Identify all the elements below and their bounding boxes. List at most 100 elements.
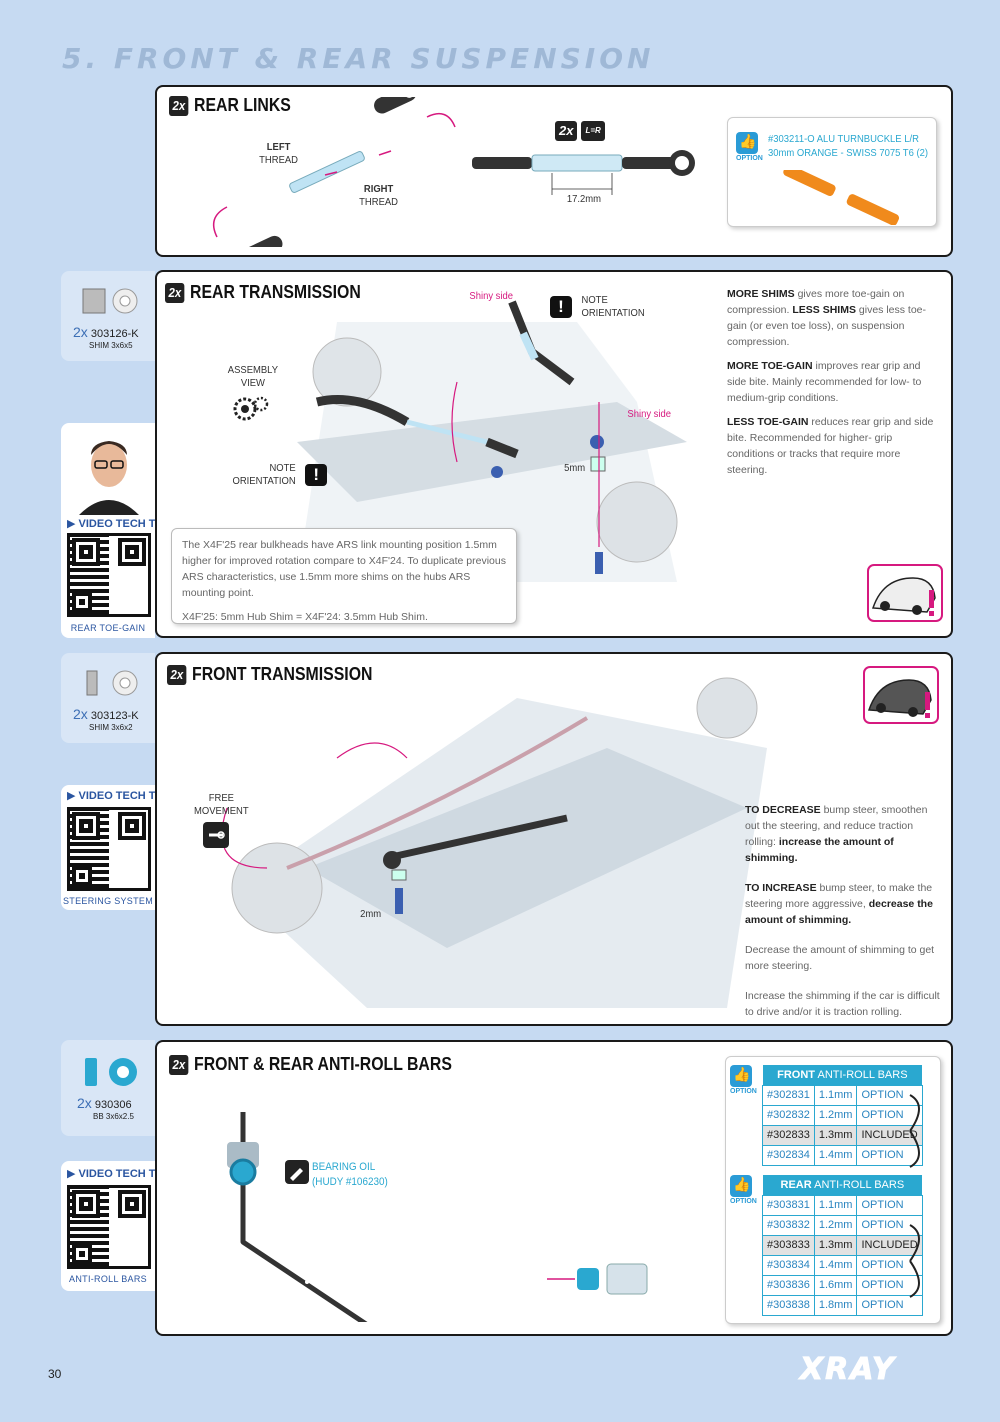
bump-steer-explanation: TO DECREASE bump steer, smoothen out the… <box>745 804 940 1018</box>
arb-size: 1.1mm <box>813 1194 858 1216</box>
rod-end-right <box>622 157 677 169</box>
video-tech-tip-card-rear[interactable]: ▶ VIDEO TECH TIP REAR TOE-GAIN <box>61 423 166 638</box>
section-title: FRONT & REAR ANTI-ROLL BARS <box>194 1054 452 1074</box>
video-tech-tip-card-front[interactable]: ▶ VIDEO TECH TIP STEERING SYSTEM <box>61 785 166 910</box>
section-title: REAR TRANSMISSION <box>190 282 361 302</box>
warning-icon: ! <box>550 296 572 318</box>
arb-size: 1.2mm <box>813 1214 858 1236</box>
shim-icon <box>86 670 138 696</box>
arb-size: 1.2mm <box>813 1104 858 1126</box>
rotate-arrow-right <box>426 112 456 128</box>
warning-icon: ! <box>305 464 328 486</box>
page-title: 5. FRONT & REAR SUSPENSION <box>62 42 655 75</box>
arb-part-number: #303831 <box>762 1194 815 1216</box>
toe-gain-explanation: MORE SHIMS gives more toe-gain on compre… <box>727 288 934 476</box>
arb-status: OPTION <box>856 1194 923 1216</box>
arb-part-number: #303833 <box>762 1234 815 1256</box>
video-name: REAR TOE-GAIN <box>70 623 146 633</box>
shiny-side-label-top: Shiny side <box>469 290 514 302</box>
orange-turnbuckle-image <box>783 170 900 225</box>
part-card-shim-5: 2x 303126-K SHIM 3x6x5 <box>61 271 155 361</box>
anti-roll-bar-diagram <box>227 1112 648 1322</box>
car-warning-icon <box>863 666 939 724</box>
option-turnbuckle-box: OPTION #303211-O ALU TURNBUCKLE L/R 30mm… <box>727 117 937 227</box>
arb-options-box: OPTION OPTION FRONT ANTI-ROLL BARS #3028… <box>725 1056 941 1324</box>
ball-end-left <box>235 235 283 247</box>
arb-size: 1.4mm <box>813 1144 858 1166</box>
front-transmission-header: 2x FRONT TRANSMISSION <box>167 664 372 685</box>
arb-part-number: #302832 <box>762 1104 815 1126</box>
rear-arb-header: REAR ANTI-ROLL BARS <box>762 1175 923 1195</box>
arb-status: OPTION <box>856 1254 923 1276</box>
arb-status: INCLUDED <box>856 1234 923 1256</box>
brand-logo: XRAY <box>800 1352 896 1388</box>
section-title: FRONT TRANSMISSION <box>192 664 373 684</box>
rear-links-header: 2x REAR LINKS <box>169 95 291 116</box>
bearing-icon <box>85 1058 137 1086</box>
arb-status: OPTION <box>856 1084 923 1106</box>
turnbuckle <box>289 151 365 193</box>
video-tech-tip-label: ▶ VIDEO TECH TIP <box>67 518 166 530</box>
anti-roll-bars-header: 2x FRONT & REAR ANTI-ROLL BARS <box>169 1054 452 1075</box>
arb-size: 1.1mm <box>813 1084 858 1106</box>
part-number: 2x 303126-K SHIM 3x6x5 <box>73 324 139 350</box>
gears-icon <box>233 396 269 421</box>
rear-transmission-panel: 2x REAR TRANSMISSION Shiny side Shiny si… <box>155 270 953 638</box>
option-part-text: #303211-O ALU TURNBUCKLE L/R 30mm ORANGE… <box>768 133 929 159</box>
rear-bracket <box>909 1224 920 1298</box>
qr-code-steering-system[interactable] <box>67 807 151 891</box>
qr-code-rear-toe-gain[interactable] <box>67 533 151 617</box>
qty-badge: 2x <box>169 95 189 116</box>
turnbuckle-assembled-diagram <box>472 150 695 195</box>
qr-code-anti-roll-bars[interactable] <box>67 1185 151 1269</box>
video-tech-tip-card-arb[interactable]: ▶ VIDEO TECH TIP ANTI-ROLL BARS <box>61 1161 166 1291</box>
length-label: 17.2mm <box>566 193 602 205</box>
arb-size: 1.4mm <box>813 1254 858 1276</box>
front-transmission-diagram <box>221 677 767 1008</box>
shim-size-2mm: 2mm <box>360 908 382 920</box>
arb-part-number: #303832 <box>762 1214 815 1236</box>
arb-part-number: #302831 <box>762 1084 815 1106</box>
video-name: STEERING SYSTEM <box>62 896 153 906</box>
qty-badge: 2x <box>169 1054 189 1075</box>
video-tech-tip-label: ▶ VIDEO TECH TIP <box>67 790 166 802</box>
arb-size: 1.8mm <box>813 1294 858 1316</box>
info-note-box: The X4F'25 rear bulkheads have ARS link … <box>171 528 517 624</box>
arb-size: 1.6mm <box>813 1274 858 1296</box>
arb-part-number: #303838 <box>762 1294 815 1316</box>
tool-icon <box>203 822 229 848</box>
option-icon: OPTION <box>736 132 763 162</box>
rear-transmission-header: 2x REAR TRANSMISSION <box>165 282 361 303</box>
arb-status: OPTION <box>856 1294 923 1316</box>
assembly-badges: 2x L=R <box>555 121 605 141</box>
shim-icon <box>82 288 138 314</box>
page-number: 30 <box>48 1367 62 1381</box>
arb-status: INCLUDED <box>856 1124 923 1146</box>
option-icon: OPTION <box>730 1175 757 1205</box>
ball-end-right <box>374 97 417 114</box>
bearing-oil-label: BEARING OIL (HUDY #106230) <box>312 1161 388 1188</box>
lr-badge: L=R <box>581 121 605 141</box>
arb-part-number: #302833 <box>762 1124 815 1146</box>
front-bracket <box>909 1094 920 1168</box>
turnbuckle-exploded-diagram <box>212 97 456 247</box>
front-arb-header: FRONT ANTI-ROLL BARS <box>762 1065 923 1085</box>
part-number: 2x 303123-K SHIM 3x6x2 <box>73 706 139 732</box>
option-icon: OPTION <box>730 1065 757 1095</box>
